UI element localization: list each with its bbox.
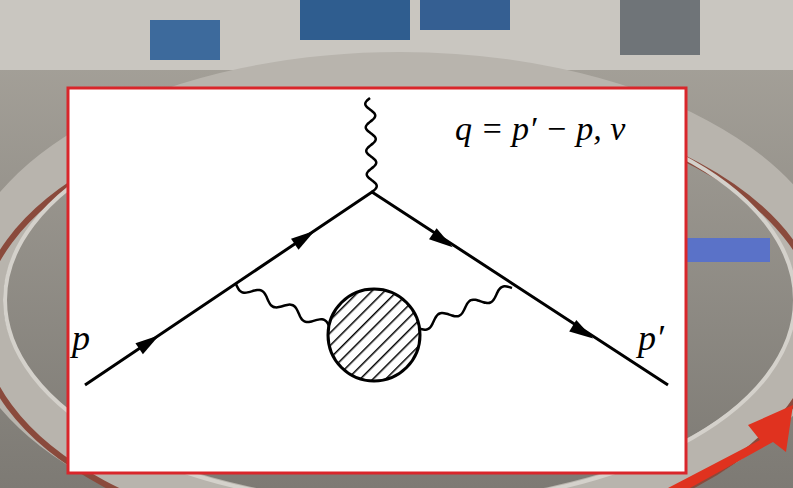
fermion-line	[85, 192, 668, 385]
fermion-arrow	[569, 320, 593, 338]
fermion-arrow	[135, 335, 159, 354]
math-label: p′	[638, 320, 664, 356]
blue-block	[300, 0, 410, 40]
photon-line	[365, 98, 376, 192]
math-label: p	[72, 320, 90, 356]
math-label: q = p′ − p, ν	[455, 112, 625, 146]
diagram-panel	[68, 88, 686, 473]
hadronic-blob	[328, 289, 420, 381]
blue-block	[150, 20, 220, 60]
blue-block	[420, 0, 510, 30]
fermion-arrow	[291, 231, 315, 250]
fermion-arrow	[429, 228, 453, 247]
blue-bar	[686, 238, 770, 262]
photon-line	[418, 286, 512, 329]
feynman-diagram	[85, 98, 668, 385]
photon-line	[236, 284, 330, 328]
equipment	[620, 0, 700, 55]
storage-ring	[0, 75, 793, 488]
